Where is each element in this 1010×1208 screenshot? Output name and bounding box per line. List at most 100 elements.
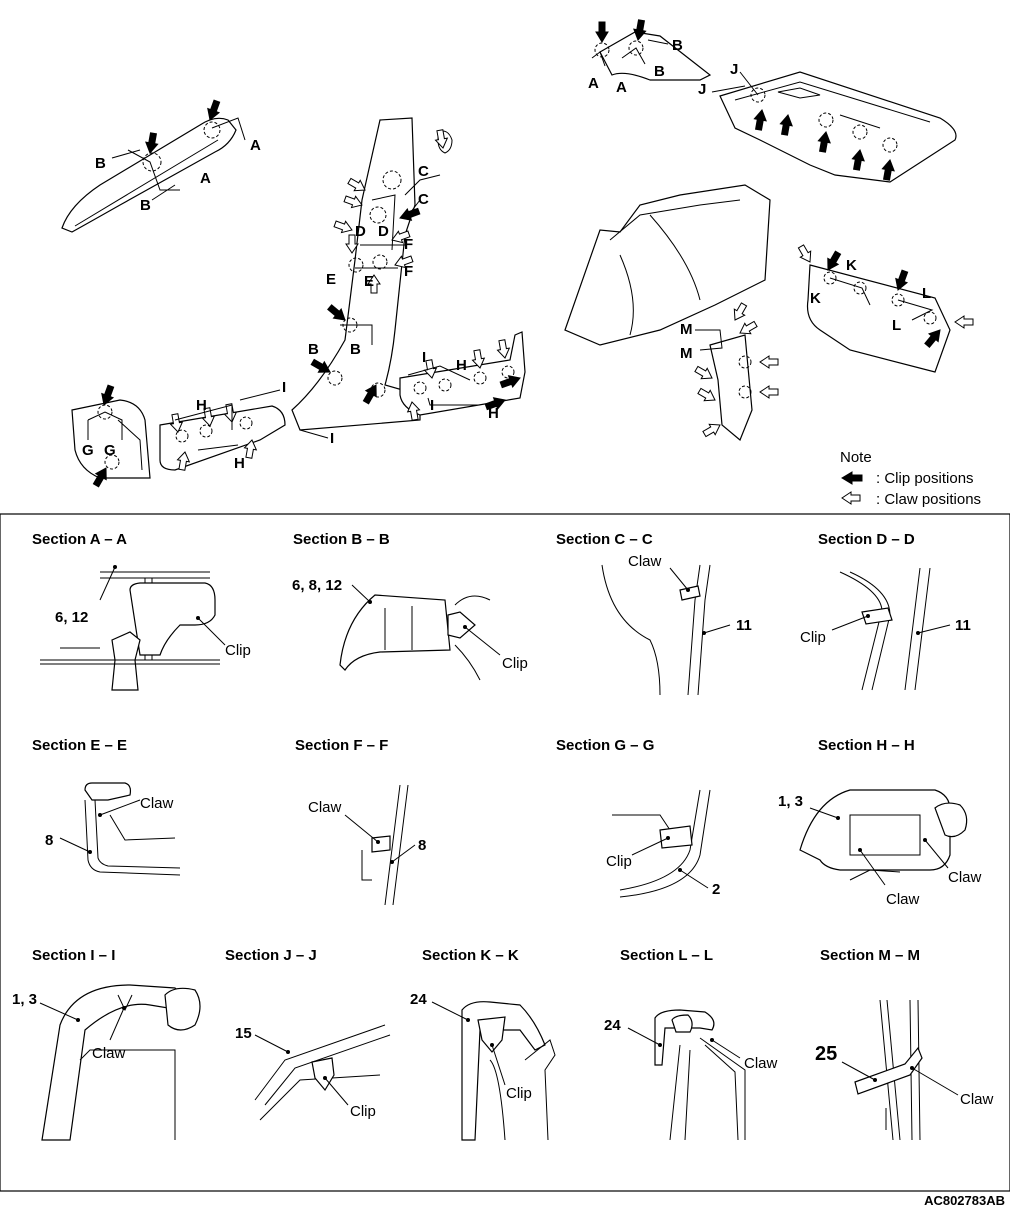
- side-cover-trim: M M: [680, 300, 779, 441]
- legend-title: Note: [840, 449, 872, 466]
- label-l-1: L: [922, 285, 931, 302]
- section-j-j: Section J – J 15 Clip: [225, 947, 391, 1121]
- label-g-1: G: [82, 442, 94, 459]
- section-d-callout-part: 11: [955, 617, 971, 634]
- section-f-callout-claw: Claw: [308, 799, 342, 816]
- section-l-title: Section L – L: [620, 947, 713, 964]
- section-h-callout-claw-2: Claw: [886, 891, 920, 908]
- sections-frame: [0, 513, 1010, 1192]
- claw-arrow-icon: [841, 491, 861, 505]
- label-i-3: I: [422, 349, 426, 366]
- section-g-callout-part: 2: [712, 881, 720, 898]
- label-l-2: L: [892, 317, 901, 334]
- section-j-callout-part: 15: [235, 1025, 252, 1042]
- section-k-title: Section K – K: [422, 947, 519, 964]
- section-e-e: Section E – E Claw 8: [32, 737, 181, 876]
- label-b-5: B: [672, 37, 683, 54]
- section-a-callout-part: 6, 12: [55, 609, 88, 626]
- legend: Note : Clip positions : Claw positions: [840, 449, 981, 508]
- rear-quarter-trim: [564, 184, 771, 346]
- figure-code: AC802783AB: [924, 1193, 1005, 1208]
- section-l-callout-claw: Claw: [744, 1055, 778, 1072]
- label-j-2: J: [698, 81, 706, 98]
- section-j-callout-clip: Clip: [350, 1103, 376, 1120]
- label-c-2: C: [418, 191, 429, 208]
- center-pillar-trim: C C D D F F E E B B I: [291, 117, 453, 447]
- section-a-callout-clip: Clip: [225, 642, 251, 659]
- section-h-callout-part: 1, 3: [778, 793, 803, 810]
- label-f-1: F: [404, 236, 413, 253]
- section-e-callout-part: 8: [45, 832, 53, 849]
- label-h-1: H: [196, 397, 207, 414]
- section-f-f: Section F – F Claw 8: [295, 737, 426, 906]
- label-b-2: B: [140, 197, 151, 214]
- legend-clip-text: : Clip positions: [876, 470, 974, 487]
- exploded-view: B B A A: [61, 18, 981, 508]
- rear-scuff-plate: I H I H: [399, 331, 526, 422]
- section-c-title: Section C – C: [556, 531, 653, 548]
- section-k-callout-clip: Clip: [506, 1085, 532, 1102]
- section-k-callout-part: 24: [410, 991, 427, 1008]
- label-j-1: J: [730, 61, 738, 78]
- label-h-2: H: [234, 455, 245, 472]
- label-d-2: D: [378, 223, 389, 240]
- section-i-callout-part: 1, 3: [12, 991, 37, 1008]
- label-g-2: G: [104, 442, 116, 459]
- label-b-3: B: [308, 341, 319, 358]
- label-m-2: M: [680, 345, 693, 362]
- luggage-side-trim: K K L L: [795, 242, 974, 373]
- label-e-1: E: [326, 271, 336, 288]
- section-i-callout-claw: Claw: [92, 1045, 126, 1062]
- section-b-callout-part: 6, 8, 12: [292, 577, 342, 594]
- label-a-3: A: [588, 75, 599, 92]
- label-i-4: I: [430, 397, 434, 414]
- label-m-1: M: [680, 321, 693, 338]
- label-b-4: B: [350, 341, 361, 358]
- section-h-callout-claw-1: Claw: [948, 869, 982, 886]
- label-h-3: H: [456, 357, 467, 374]
- label-k-2: K: [810, 290, 821, 307]
- section-m-callout-part: 25: [815, 1043, 837, 1065]
- section-a-title: Section A – A: [32, 531, 127, 548]
- label-c-1: C: [418, 163, 429, 180]
- section-d-d: Section D – D Clip 11: [800, 531, 971, 691]
- label-f-2: F: [404, 263, 413, 280]
- label-a-2: A: [200, 170, 211, 187]
- legend-claw-text: : Claw positions: [876, 491, 981, 508]
- section-f-title: Section F – F: [295, 737, 388, 754]
- section-d-callout-clip: Clip: [800, 629, 826, 646]
- section-b-title: Section B – B: [293, 531, 390, 548]
- clip-arrow-icon: [841, 471, 863, 485]
- section-h-title: Section H – H: [818, 737, 915, 754]
- section-g-g: Section G – G Clip 2: [556, 737, 720, 898]
- section-g-callout-clip: Clip: [606, 853, 632, 870]
- section-i-i: Section I – I 1, 3 Claw: [12, 947, 201, 1141]
- section-j-title: Section J – J: [225, 947, 317, 964]
- label-b-6: B: [654, 63, 665, 80]
- section-a-a: Section A – A 6, 12 Clip: [32, 531, 251, 691]
- upper-quarter-trim: A A B B: [588, 18, 712, 96]
- label-b-1: B: [95, 155, 106, 172]
- section-m-m: Section M – M 25 Claw: [815, 947, 994, 1141]
- section-c-callout-part: 11: [736, 617, 752, 634]
- section-d-title: Section D – D: [818, 531, 915, 548]
- section-e-title: Section E – E: [32, 737, 127, 754]
- section-h-h: Section H – H 1, 3 Claw Claw: [778, 737, 982, 908]
- label-d-1: D: [355, 223, 366, 240]
- label-e-2: E: [364, 273, 374, 290]
- label-k-1: K: [846, 257, 857, 274]
- label-i-1: I: [330, 430, 334, 447]
- section-m-callout-claw: Claw: [960, 1091, 994, 1108]
- section-b-callout-clip: Clip: [502, 655, 528, 672]
- section-f-callout-part: 8: [418, 837, 426, 854]
- front-kick-panel: G G: [71, 383, 151, 489]
- section-l-callout-part: 24: [604, 1017, 621, 1034]
- section-i-title: Section I – I: [32, 947, 115, 964]
- front-scuff-plate: H H I: [159, 379, 286, 472]
- section-c-callout-claw: Claw: [628, 553, 662, 570]
- label-a-1: A: [250, 137, 261, 154]
- section-c-c: Section C – C Claw 11: [556, 531, 752, 696]
- label-i-2: I: [282, 379, 286, 396]
- label-h-4: H: [488, 405, 499, 422]
